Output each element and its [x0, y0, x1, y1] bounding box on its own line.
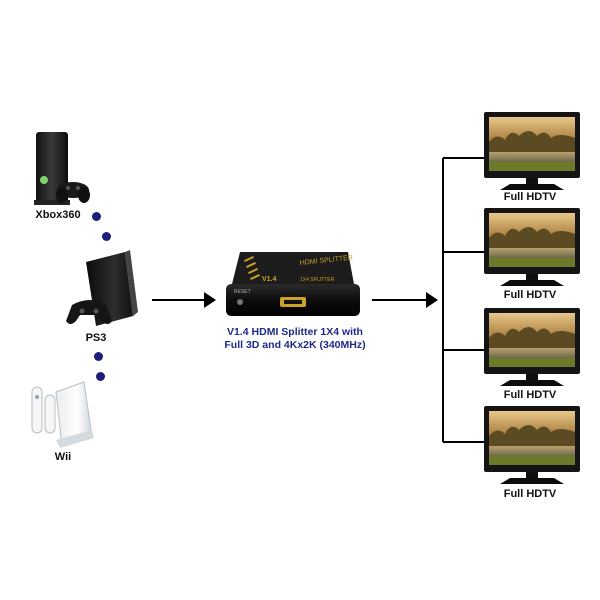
tv-label: Full HDTV: [503, 289, 557, 301]
connector-dot: [92, 212, 101, 221]
tv-label: Full HDTV: [503, 389, 557, 401]
connector-dot: [94, 352, 103, 361]
connector-dot: [102, 232, 111, 241]
device-model-text: 1X4 SPLITTER: [300, 277, 335, 283]
tv-label: Full HDTV: [503, 488, 557, 500]
connector-dot: [96, 372, 105, 381]
source-label-ps3: PS3: [85, 332, 107, 344]
source-label-wii: Wii: [54, 451, 72, 463]
hdtv-icon: [484, 308, 580, 386]
hdtv-icon: [484, 208, 580, 286]
device-reset-text: RESET: [234, 289, 251, 295]
splitter-caption: V1.4 HDMI Splitter 1X4 with Full 3D and …: [210, 326, 380, 352]
input-arrow-head: [204, 292, 216, 308]
source-label-xbox360: Xbox360: [35, 209, 81, 221]
splitter-caption-line1: V1.4 HDMI Splitter 1X4 with: [227, 326, 363, 338]
tv-label: Full HDTV: [503, 191, 557, 203]
hdtv-icon: [484, 406, 580, 484]
hdtv-icon: [484, 112, 580, 190]
device-version-text: V1.4: [262, 276, 277, 283]
splitter-caption-line2: Full 3D and 4Kx2K (340MHz): [224, 339, 366, 351]
output-arrow-head: [426, 292, 438, 308]
